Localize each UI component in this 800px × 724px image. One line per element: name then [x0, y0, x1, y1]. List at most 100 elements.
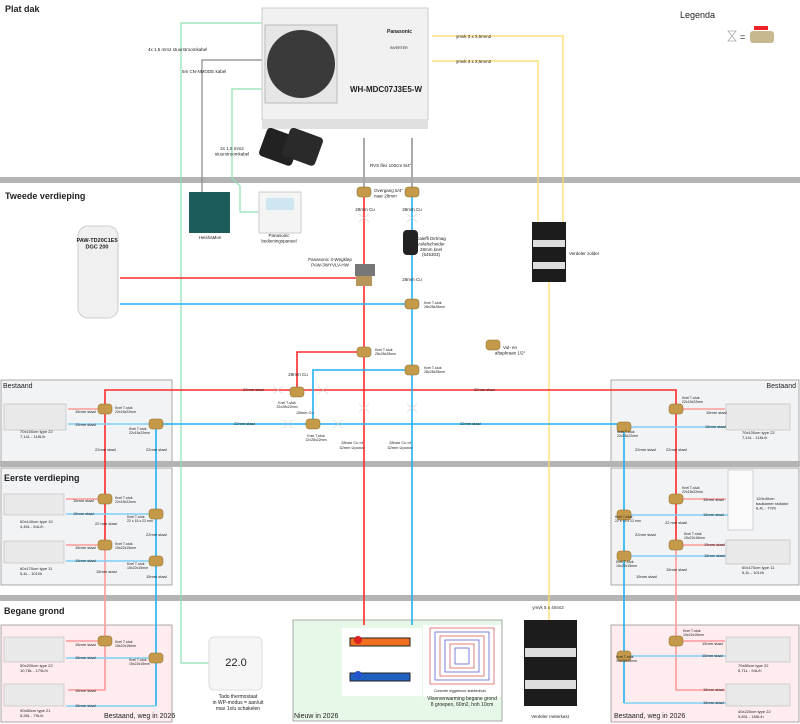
radiator: [3, 683, 65, 707]
l1a-staal-22-s-label: 22 mm staal: [95, 521, 117, 526]
r1a-staal-22-s-label: 22 mm staal: [665, 520, 687, 525]
radiator: [725, 539, 791, 565]
r0-staal-r1-label: 15mm staal: [702, 653, 723, 658]
supply-right-riser-low: [675, 545, 725, 691]
valve-x-icon: [727, 30, 737, 42]
new-status-label: Nieuw in 2026: [294, 713, 338, 720]
tee-fitting-icon: [616, 650, 632, 662]
l1b-staal-s-label: 15mm staal: [75, 545, 96, 550]
l2-staal-s-label: 15mm staal: [75, 409, 96, 414]
tee-fitting-icon: [616, 509, 632, 521]
tee-fitting-icon: [97, 635, 113, 647]
valve-x-icon: [282, 419, 294, 429]
supply-horizontal: [104, 389, 677, 409]
supply-left-riser-low: [68, 545, 106, 691]
fan-icon: [267, 30, 335, 98]
tee-fitting-icon: [668, 635, 684, 647]
r1a-staal-s-label: 15mm staal: [703, 497, 724, 502]
ball-valve-icon: [750, 26, 774, 43]
radiator: [3, 403, 67, 431]
heishamon-board: [189, 192, 230, 233]
staal-22-d-label: 22mm staal: [460, 421, 481, 426]
cu-28-d-label: 28mm Cu: [288, 372, 308, 377]
tee-fitting-icon: [668, 493, 684, 505]
l0-status-label: Bestaand, weg in 2026: [104, 713, 175, 720]
l0-staal-s1-label: 15mm staal: [75, 642, 96, 647]
bestaand-right-label: Bestaand: [766, 383, 796, 390]
boiler-tank: [77, 225, 119, 319]
cables: [180, 22, 564, 664]
heishamon-label: HeishaMon: [199, 235, 222, 240]
r2-staal-22-s-label: 22mm staal: [666, 447, 687, 452]
cu-28-a-label: 28mm Cu: [355, 207, 375, 212]
tee-fitting-icon: [305, 418, 321, 430]
verdeler-zolder-label: Verdeler zolder: [569, 251, 600, 256]
r0-staal-s1-label: 15mm staal: [702, 641, 723, 646]
verdeler-meterkast-box: [524, 620, 577, 706]
heatpump-brand-label: Panasonic: [387, 29, 412, 35]
r1b-staal-15-s-label: 15mm staal: [666, 567, 687, 572]
tee-fitting-icon: [289, 386, 305, 398]
tee-fitting-icon: [616, 550, 632, 562]
three-way-valve-device: [355, 264, 375, 276]
section-begane-grond-label: Begane grond: [4, 606, 65, 616]
tee-fitting-icon: [148, 418, 164, 430]
tee-fitting-icon: [668, 539, 684, 551]
radiator: [3, 636, 65, 663]
tado-display-label: 22.0: [225, 657, 246, 669]
l2-staal-r-label: 15mm staal: [75, 422, 96, 427]
r2-staal-r-label: 15mm staal: [705, 424, 726, 429]
tee-fitting-icon: [97, 493, 113, 505]
heatpump-model-label: WH-MDC07J3E5-W: [350, 85, 422, 94]
box-bestaand-left-1: [0, 467, 173, 586]
l0-staal-s2-label: 15mm staal: [75, 688, 96, 693]
l2-staal-22-r-label: 22mm staal: [146, 447, 167, 452]
supply-loop: [296, 351, 358, 390]
heatpump-unit: [259, 7, 429, 166]
control-cable-2x15: [231, 88, 262, 213]
verdeler-zolder-box: [532, 222, 566, 282]
l1b-staal-15-r-label: 15mm staal: [146, 574, 167, 579]
bestaand-left-label: Bestaand: [3, 383, 33, 390]
ufh-pattern-label: Concrete leggatroon: slakkenhuis: [434, 689, 486, 693]
cable-cn-nmode-label: 5m CN-NMODE kabel: [182, 69, 226, 74]
r1b-staal-15-r-label: 15mm staal: [636, 574, 657, 579]
radiator: [725, 683, 791, 707]
valve-x-icon: [406, 403, 418, 413]
tee-fitting-icon: [97, 403, 113, 415]
tee-fitting-icon: [148, 652, 164, 664]
power-cable-2-label: ymvk 3 x 2,5mm2: [456, 59, 492, 64]
cable-4x15-label: 4x 1,5 mm2 stuurstroomkabel: [148, 47, 207, 52]
staal-22-a-label: 22mm staal: [243, 387, 264, 392]
power-cable-meter-label: ymvk 5 x 4mm2: [532, 605, 564, 610]
tee-fitting-icon: [356, 346, 372, 358]
radiator: [3, 493, 65, 516]
tee-fitting-icon: [404, 186, 420, 198]
l1a-staal-s-label: 15mm staal: [73, 498, 94, 503]
valve-x-icon: [358, 403, 370, 413]
